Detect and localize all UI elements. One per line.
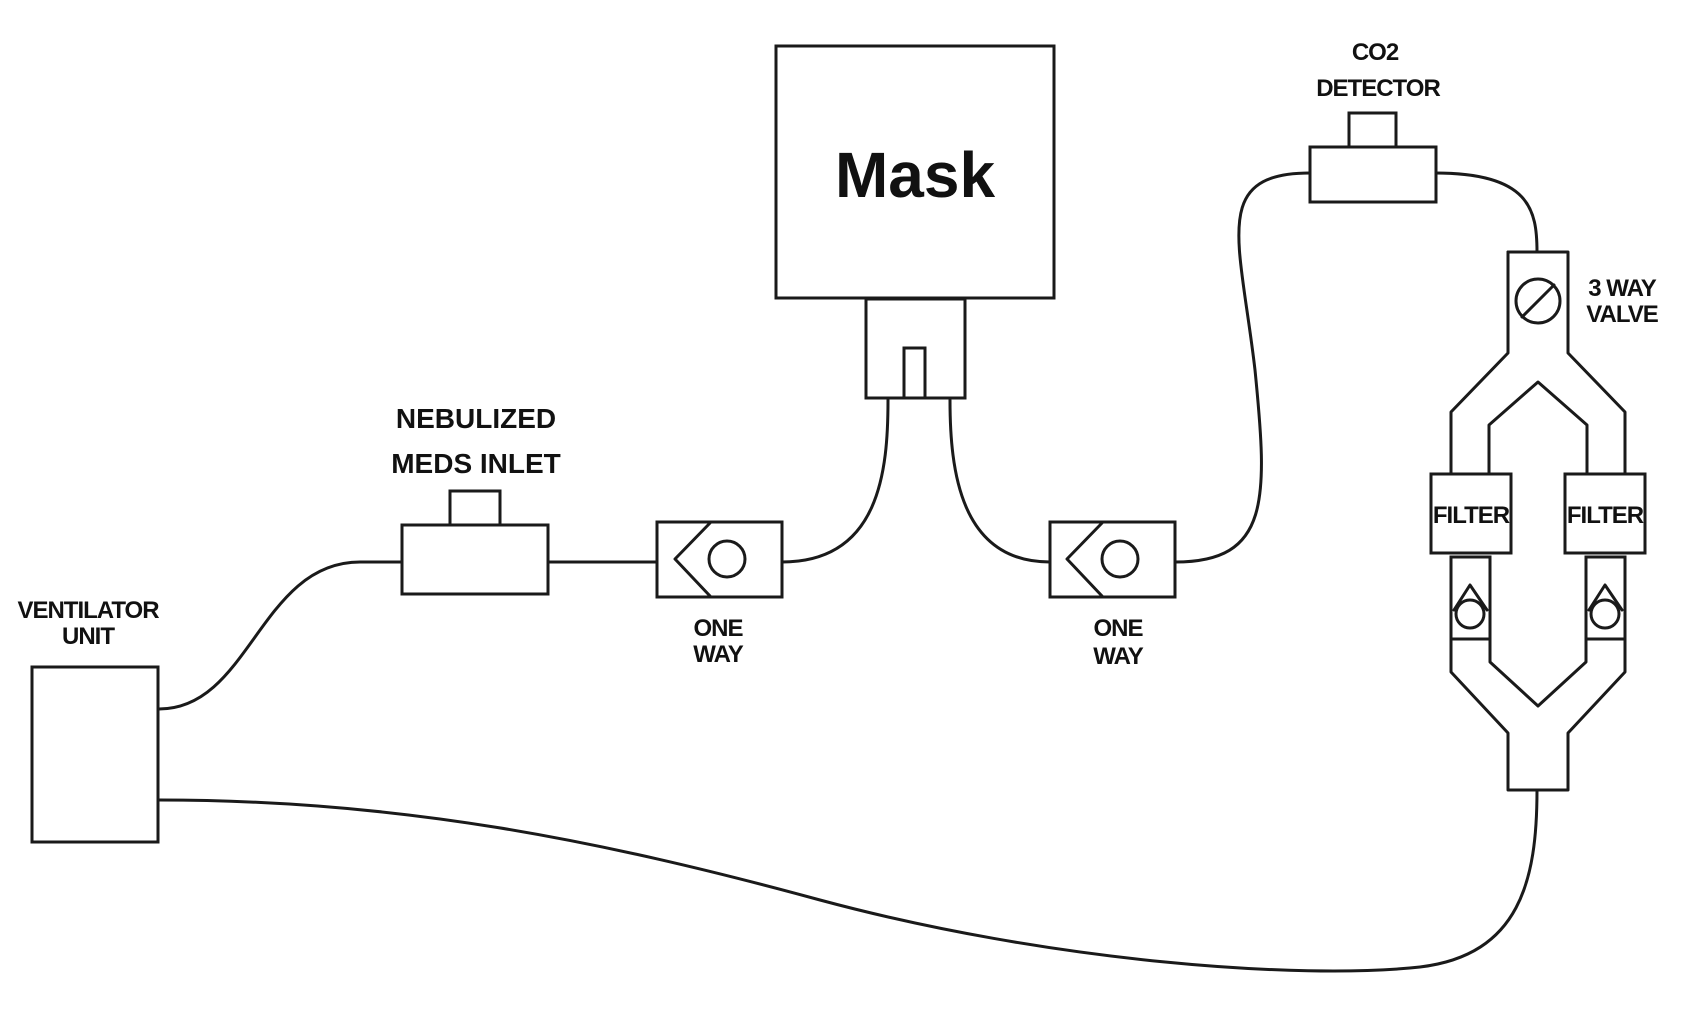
co2-label-line2: DETECTOR (1316, 75, 1440, 102)
ventilator-unit-box (30, 665, 160, 844)
mask-connector (864, 297, 967, 400)
filter-left-box (1429, 472, 1513, 555)
one-way-left-label-line2: WAY (693, 641, 743, 668)
three-way-valve-assembly (1449, 250, 1627, 476)
valve-label-line2: VALVE (1586, 301, 1658, 328)
tube-ventilator-return (157, 788, 1539, 973)
ventilator-label-line1: VENTILATOR (17, 597, 159, 624)
lower-y-merge (1449, 637, 1627, 792)
mask-box (774, 44, 1056, 300)
tube-mask-to-oneway-right (948, 398, 1052, 564)
one-way-right-label-line2: WAY (1093, 643, 1143, 670)
one-way-left-label-line1: ONE (693, 615, 743, 642)
nebulizer-t-body (400, 523, 550, 596)
check-valve-left (1449, 555, 1492, 641)
co2-label-line1: CO2 (1352, 39, 1399, 66)
co2-detector-t-body (1308, 145, 1438, 204)
nebulizer-label-line1: NEBULIZED (396, 403, 556, 434)
nebulizer-label-line2: MEDS INLET (391, 448, 561, 479)
filter-left-label: FILTER (1433, 502, 1510, 529)
ventilator-label-line2: UNIT (62, 623, 115, 650)
check-valve-right (1584, 555, 1627, 641)
filter-right-box (1563, 472, 1647, 555)
one-way-valve-right (1048, 520, 1177, 599)
valve-label-line1: 3 WAY (1588, 275, 1656, 302)
nebulizer-t-inlet (448, 489, 502, 527)
tube-oneway-right-to-co2 (1173, 171, 1312, 564)
tube-ventilator-to-nebulizer (157, 560, 404, 711)
co2-detector-t-stem (1347, 111, 1398, 149)
one-way-right-label-line1: ONE (1093, 615, 1143, 642)
filter-right-label: FILTER (1567, 502, 1644, 529)
tube-oneway-left-to-mask (780, 398, 890, 564)
one-way-valve-left (655, 520, 784, 599)
tube-co2-to-valve (1433, 171, 1539, 254)
mask-label: Mask (835, 139, 996, 211)
